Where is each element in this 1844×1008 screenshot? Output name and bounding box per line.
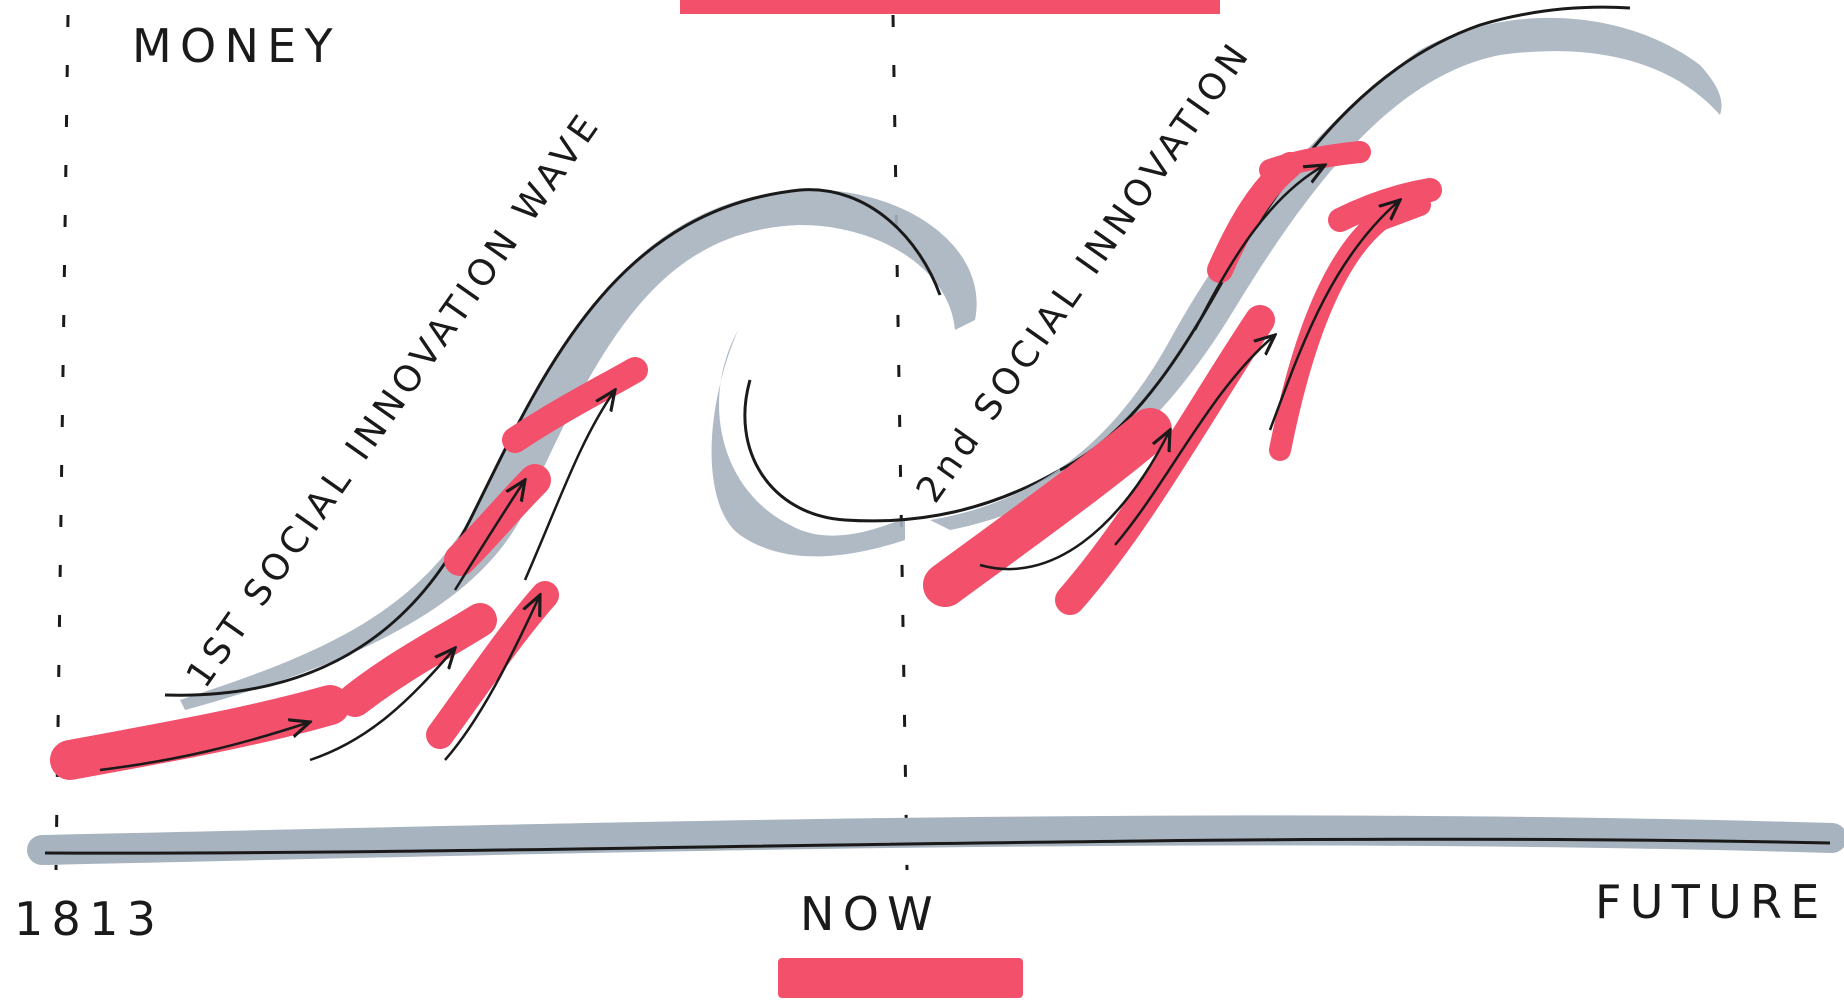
arrow-ink	[1114, 335, 1275, 546]
arrow-ink	[453, 480, 525, 591]
y-axis-label: MONEY	[132, 19, 341, 73]
bottom-red-bar	[778, 958, 1023, 998]
red-arrow-stroke	[50, 685, 350, 780]
red-arrow-stroke	[1259, 141, 1371, 181]
red-arrow-stroke	[338, 603, 497, 717]
arrow-ink	[523, 390, 615, 581]
red-arrow-stroke	[923, 408, 1172, 607]
top-red-bar	[680, 0, 1220, 14]
timeline-axis	[27, 815, 1844, 865]
first-wave-curl	[711, 330, 905, 557]
second-wave-ink	[1059, 5, 1631, 472]
arrow-ink	[444, 595, 540, 761]
arrow-ink	[99, 722, 310, 772]
now-dashed-line	[891, 14, 909, 871]
x-future-label: FUTURE	[1595, 875, 1828, 929]
first-wave-ink	[164, 188, 942, 697]
x-now-label: NOW	[800, 887, 941, 941]
arrow-ink	[1268, 200, 1400, 431]
second-wave-arrows	[923, 141, 1442, 615]
timeline-axis-ink	[44, 837, 1831, 855]
arrow-ink	[309, 648, 455, 762]
arrow-ink	[979, 430, 1170, 571]
trough-ink	[743, 379, 1061, 523]
red-arrow-stroke	[502, 357, 648, 453]
red-arrow-stroke	[1055, 305, 1275, 615]
red-arrow-stroke	[1269, 194, 1431, 461]
arrow-ink	[1193, 165, 1325, 331]
first-wave-shape	[180, 189, 977, 711]
first-wave-arrows	[50, 357, 648, 780]
x-start-label: 1813	[14, 892, 164, 946]
